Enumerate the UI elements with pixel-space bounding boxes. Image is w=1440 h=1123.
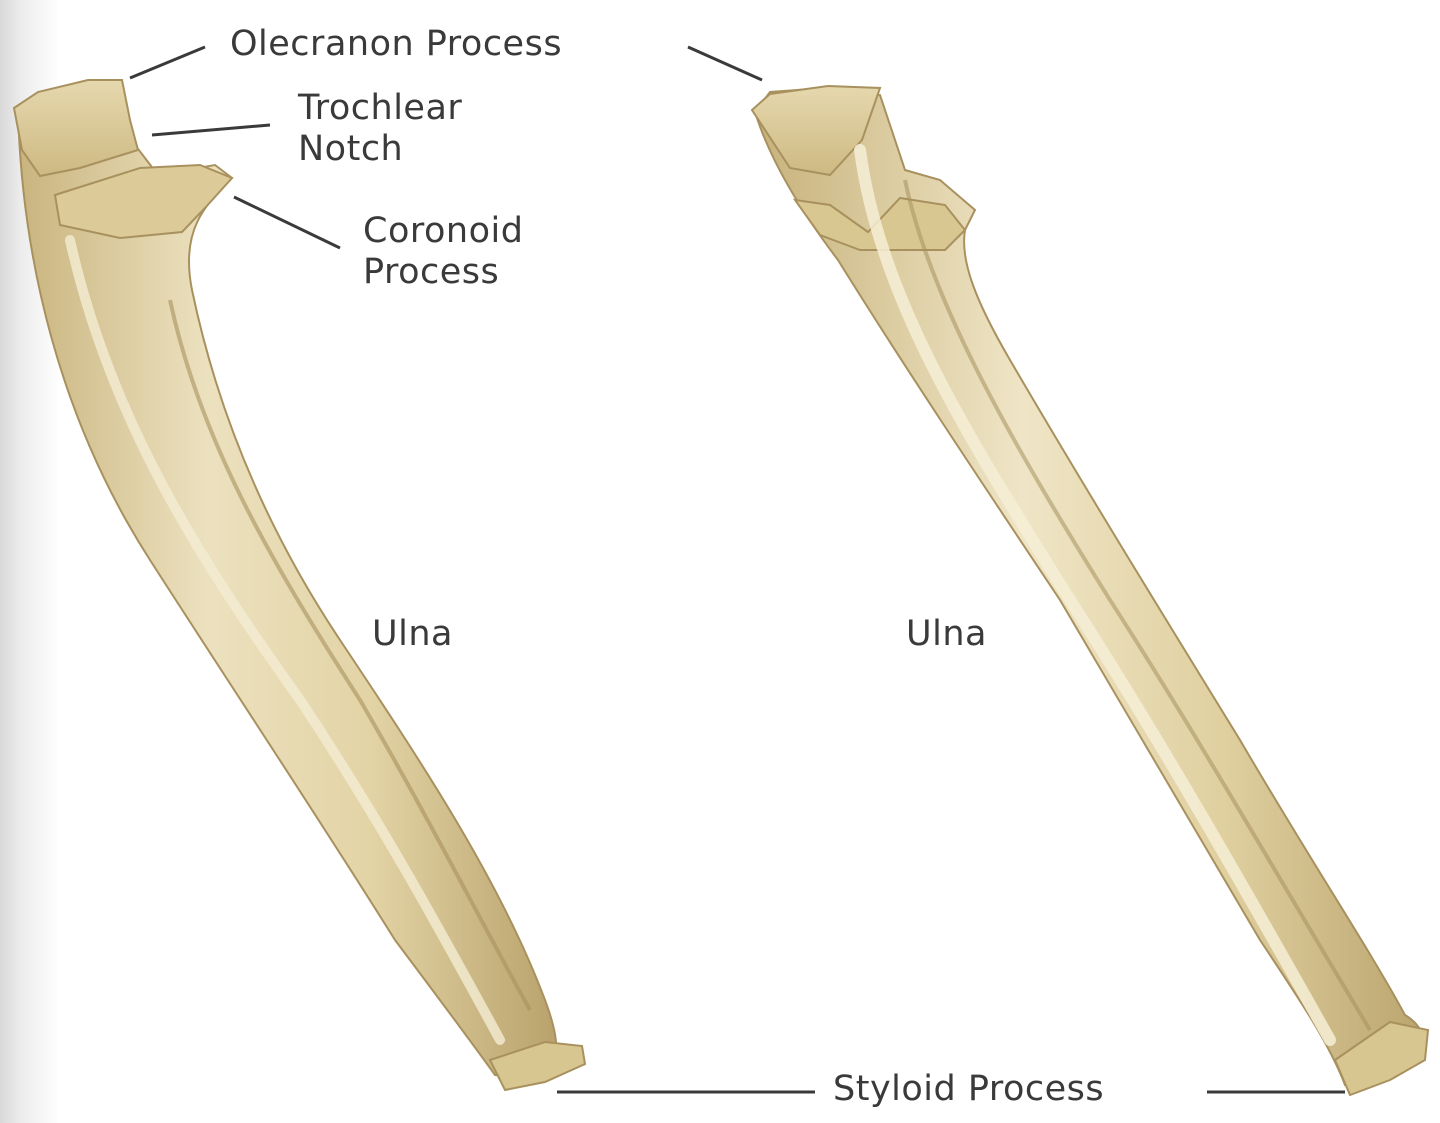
label-styloid-text: Styloid Process (833, 1069, 1105, 1109)
label-trochlear-line2: Notch (298, 129, 404, 169)
ulna-left-bone (12, 79, 587, 1092)
ulna-right-shadow-line (903, 179, 1372, 1032)
ulna-right-olecranon (750, 84, 882, 177)
label-coronoid-line2: Process (363, 252, 500, 292)
label-trochlear-notch: Trochlear Notch (298, 88, 462, 170)
ulna-right-distal-head (1333, 1020, 1430, 1097)
label-styloid-process: Styloid Process (833, 1069, 1104, 1110)
label-ulna-right-text: Ulna (906, 614, 987, 654)
ulna-right-bone (750, 84, 1430, 1097)
label-trochlear-line1: Trochlear (298, 88, 463, 128)
ulna-left-distal-head (488, 1040, 587, 1092)
label-olecranon-text: Olecranon Process (230, 24, 563, 64)
leader-olecranon-left (129, 45, 206, 80)
leader-lines (129, 45, 1345, 1094)
label-ulna-left-text: Ulna (372, 614, 453, 654)
leader-olecranon-right (687, 45, 763, 82)
label-coronoid-process: Coronoid Process (363, 211, 523, 293)
ulna-left-olecranon (12, 79, 140, 178)
label-coronoid-line1: Coronoid (363, 211, 524, 251)
leader-trochlear (151, 123, 271, 137)
label-ulna-left: Ulna (372, 614, 453, 655)
ulna-left-ridge (65, 235, 505, 1045)
label-olecranon-process: Olecranon Process (230, 24, 562, 65)
ulna-left-shadow-line (168, 299, 532, 1011)
ulna-right-ridge (854, 144, 1336, 1046)
ulna-left-coronoid (53, 163, 234, 240)
label-ulna-right: Ulna (906, 614, 987, 655)
leader-coronoid (233, 195, 341, 250)
